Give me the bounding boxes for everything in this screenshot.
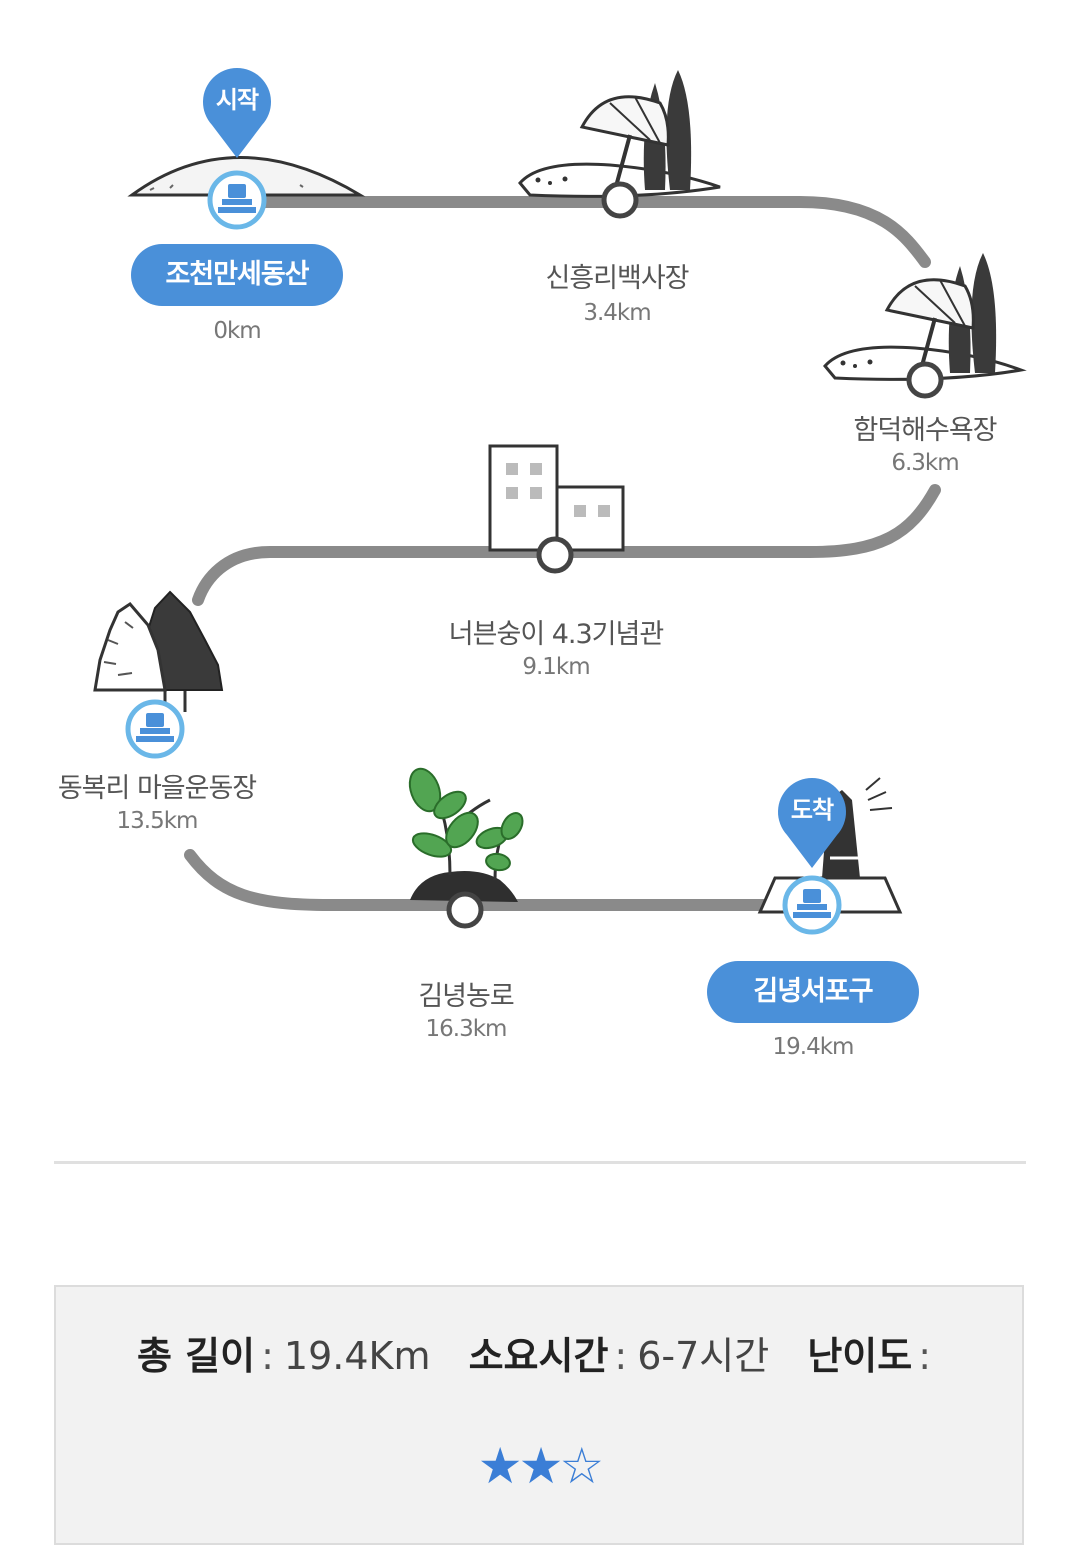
- stamp-station-icon[interactable]: [782, 875, 842, 935]
- stop-distance: 6.3km: [891, 450, 959, 476]
- stop-marker[interactable]: [601, 181, 639, 219]
- difficulty-separator: :: [918, 1334, 932, 1378]
- stop-distance: 0km: [213, 318, 261, 344]
- length-label: 총 길이: [136, 1334, 256, 1378]
- tree-icon: [93, 590, 224, 712]
- length-separator: :: [261, 1334, 274, 1378]
- difficulty-label: 난이도: [807, 1334, 913, 1378]
- time-label: 소요시간: [468, 1334, 609, 1378]
- difficulty-stars: ★★☆: [477, 1437, 604, 1495]
- section-divider: [54, 1161, 1026, 1164]
- course-map: [93, 67, 1027, 935]
- plant-icon: [408, 767, 524, 902]
- building-icon: [488, 444, 625, 552]
- stop-name: 함덕해수욕장: [853, 415, 997, 446]
- length-value: 19.4Km: [283, 1334, 431, 1378]
- course-info-box: 총 길이:19.4Km 소요시간:6-7시간 난이도: ★★☆: [54, 1285, 1024, 1545]
- stamp-station-icon[interactable]: [207, 170, 267, 230]
- stop-marker[interactable]: [906, 361, 944, 399]
- stop-distance: 16.3km: [425, 1016, 508, 1042]
- beach-parasol-icon: [518, 70, 721, 198]
- stop-distance: 3.4km: [583, 300, 651, 326]
- time-separator: :: [614, 1334, 628, 1378]
- start-pin-label: 시작: [215, 86, 259, 114]
- end-pin-label: 도착: [790, 796, 834, 824]
- stop-marker[interactable]: [446, 891, 484, 929]
- stop-distance: 9.1km: [522, 654, 590, 680]
- start-pin-icon: [203, 67, 271, 158]
- beach-parasol-icon: [823, 253, 1027, 381]
- stop-name: 너븐숭이 4.3기념관: [448, 619, 664, 650]
- end-pin-icon: [778, 777, 846, 868]
- stop-name: 신흥리백사장: [545, 263, 689, 294]
- stop-marker[interactable]: [536, 536, 574, 574]
- stamp-station-icon[interactable]: [125, 699, 185, 759]
- stop-distance: 13.5km: [116, 808, 199, 834]
- stop-distance: 19.4km: [772, 1034, 855, 1060]
- route-line: [184, 196, 941, 911]
- course-summary: 총 길이:19.4Km 소요시간:6-7시간 난이도:: [56, 1325, 1022, 1380]
- stop-name: 김녕농로: [418, 981, 514, 1012]
- time-value: 6-7시간: [637, 1334, 770, 1378]
- stop-name: 동복리 마을운동장: [57, 773, 257, 804]
- stop-name-start[interactable]: 조천만세동산: [131, 244, 343, 306]
- stop-name-end[interactable]: 김녕서포구: [707, 961, 919, 1023]
